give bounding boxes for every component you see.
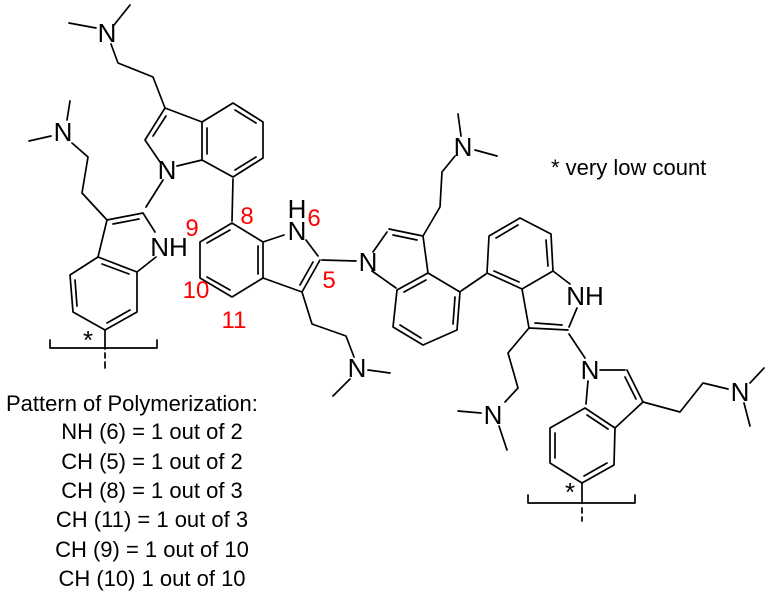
bond-path (199, 222, 391, 397)
double-bond-inner-lines (493, 224, 563, 326)
bond-path (28, 100, 157, 350)
bond-path (68, 4, 264, 222)
pattern-line: CH (8) = 1 out of 3 (61, 478, 243, 503)
nh-atom-label: NH (566, 281, 604, 311)
n-atom-label: N (158, 155, 177, 185)
pattern-line: CH (10) 1 out of 10 (58, 566, 245, 591)
n-atom-label: N (348, 353, 367, 383)
position-label-8: 8 (240, 203, 253, 230)
n-atom-label: N (454, 132, 473, 162)
indole-unit-b: * NH N (28, 100, 188, 369)
double-bond-inner-lines (206, 229, 314, 291)
very-low-count-note: * very low count (551, 155, 706, 180)
n-atom-label: N (98, 18, 117, 48)
indole-unit-c: H N N 9 8 6 5 10 11 (183, 194, 391, 397)
position-label-9: 9 (185, 215, 198, 242)
nh-atom-label: NH (150, 232, 188, 262)
asterisk-marker: * (83, 325, 93, 355)
bond-path (457, 217, 586, 451)
n-atom-label: N (581, 355, 600, 385)
n-atom-label: N (288, 216, 307, 246)
position-label-11: 11 (222, 307, 247, 334)
n-atom-label: N (731, 377, 750, 407)
indole-unit-e: NH N (457, 217, 604, 451)
indole-unit-f: * N N (527, 355, 765, 522)
pattern-line: CH (11) = 1 out of 3 (56, 507, 248, 532)
position-label-6: 6 (307, 205, 320, 232)
pattern-title: Pattern of Polymerization: (6, 391, 258, 416)
asterisk-marker: * (565, 477, 575, 507)
double-bond-inner-lines (74, 218, 140, 324)
bond-path (371, 113, 498, 346)
position-label-10: 10 (183, 277, 210, 304)
pattern-line: NH (6) = 1 out of 2 (61, 419, 243, 444)
indole-unit-d: N N (359, 113, 498, 346)
n-atom-label: N (484, 400, 503, 430)
pattern-of-polymerization-block: Pattern of Polymerization: NH (6) = 1 ou… (6, 391, 258, 591)
double-bond-inner-lines (152, 109, 257, 171)
pattern-line: CH (9) = 1 out of 10 (55, 537, 249, 562)
polymer-bracket (49, 339, 158, 349)
h-atom-label: H (288, 194, 307, 224)
indole-unit-a: N N (68, 4, 264, 222)
polymer-bracket (527, 494, 636, 504)
n-atom-label: N (54, 117, 73, 147)
double-bond-inner-lines (554, 376, 637, 477)
n-atom-label: N (359, 247, 378, 277)
double-bond-inner-lines (392, 234, 456, 339)
position-label-5: 5 (322, 267, 335, 294)
bond-path (549, 367, 765, 504)
pattern-line: CH (5) = 1 out of 2 (61, 449, 243, 474)
